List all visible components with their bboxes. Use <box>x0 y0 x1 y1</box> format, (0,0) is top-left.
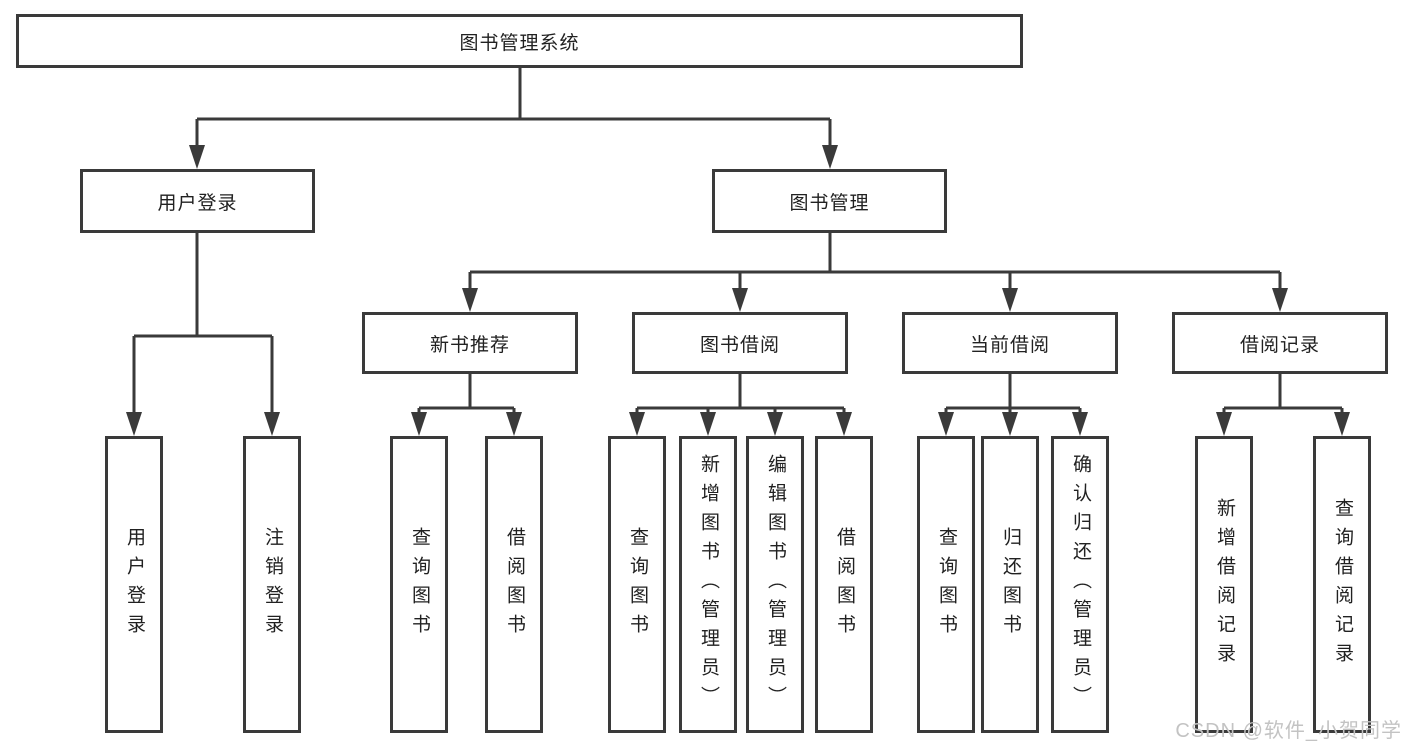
node-new-book-recommend: 新书推荐 <box>362 312 578 374</box>
leaf-query-borrow-record: 查询借阅记录 <box>1313 436 1371 733</box>
watermark: CSDN @软件_小贺同学 <box>1175 720 1402 742</box>
leaf-user-login: 用户登录 <box>105 436 163 733</box>
leaf-add-book-admin: 新增图书（管理员） <box>679 436 737 733</box>
node-library-system: 图书管理系统 <box>16 14 1023 68</box>
node-user-login: 用户登录 <box>80 169 315 233</box>
leaf-query-books-borrow: 查询图书 <box>608 436 666 733</box>
leaf-confirm-return-admin: 确认归还（管理员） <box>1051 436 1109 733</box>
leaf-borrow-books-recommend: 借阅图书 <box>485 436 543 733</box>
node-borrow-records: 借阅记录 <box>1172 312 1388 374</box>
node-book-borrow: 图书借阅 <box>632 312 848 374</box>
leaf-query-books-current: 查询图书 <box>917 436 975 733</box>
leaf-return-book: 归还图书 <box>981 436 1039 733</box>
node-current-borrow: 当前借阅 <box>902 312 1118 374</box>
leaf-add-borrow-record: 新增借阅记录 <box>1195 436 1253 733</box>
node-book-management: 图书管理 <box>712 169 947 233</box>
leaf-edit-book-admin: 编辑图书（管理员） <box>746 436 804 733</box>
leaf-logout-login: 注销登录 <box>243 436 301 733</box>
leaf-query-books-recommend: 查询图书 <box>390 436 448 733</box>
leaf-borrow-books-borrow: 借阅图书 <box>815 436 873 733</box>
